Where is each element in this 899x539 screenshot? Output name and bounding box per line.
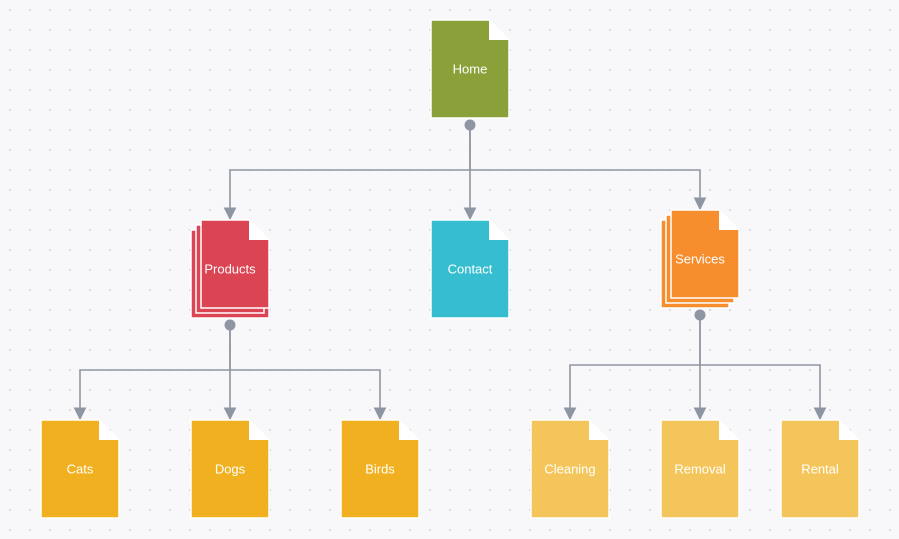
page-fold-icon — [399, 420, 419, 440]
page-node-products[interactable]: Products — [190, 219, 270, 319]
page-label-products: Products — [204, 261, 256, 276]
page-icon — [430, 19, 510, 119]
page-node-birds[interactable]: Birds — [340, 419, 420, 519]
page-icon — [40, 419, 120, 519]
page-fold-icon — [839, 420, 859, 440]
page-fold-icon — [99, 420, 119, 440]
page-fold-icon — [489, 220, 509, 240]
connector-services-to-rental — [700, 364, 827, 421]
page-label-removal: Removal — [674, 461, 725, 476]
page-label-home: Home — [453, 61, 488, 76]
page-node-home[interactable]: Home — [430, 19, 510, 119]
page-node-cleaning[interactable]: Cleaning — [530, 419, 610, 519]
page-icon — [340, 419, 420, 519]
page-icon — [660, 419, 740, 519]
page-node-cats[interactable]: Cats — [40, 419, 120, 519]
page-icon — [190, 419, 270, 519]
page-fold-icon — [589, 420, 609, 440]
page-fold-icon — [249, 420, 269, 440]
connector-products-to-cats — [73, 325, 231, 421]
connector-dot-services — [694, 309, 706, 321]
page-label-birds: Birds — [365, 461, 395, 476]
page-label-dogs: Dogs — [215, 461, 246, 476]
page-fold-icon — [489, 20, 509, 40]
page-label-services: Services — [675, 251, 725, 266]
page-node-dogs[interactable]: Dogs — [190, 419, 270, 519]
connector-services-to-cleaning — [563, 315, 701, 421]
page-icon — [430, 219, 510, 319]
page-icon — [200, 219, 270, 309]
page-label-contact: Contact — [448, 261, 493, 276]
page-node-contact[interactable]: Contact — [430, 219, 510, 319]
page-fold-icon — [719, 210, 739, 230]
stacked-pages-icon — [660, 209, 740, 309]
page-label-rental: Rental — [801, 461, 839, 476]
connector-products-to-birds — [230, 369, 387, 421]
page-icon — [780, 419, 860, 519]
connector-home-to-products — [223, 125, 471, 221]
page-fold-icon — [719, 420, 739, 440]
page-node-services[interactable]: Services — [660, 209, 740, 309]
connector-dot-products — [224, 319, 236, 331]
page-node-rental[interactable]: Rental — [780, 419, 860, 519]
page-fold-icon — [249, 220, 269, 240]
connector-home-to-services — [470, 169, 707, 211]
connectors — [73, 119, 827, 421]
page-icon — [530, 419, 610, 519]
connector-dot-home — [464, 119, 476, 131]
page-label-cats: Cats — [67, 461, 94, 476]
page-icon — [670, 209, 740, 299]
page-label-cleaning: Cleaning — [544, 461, 595, 476]
stacked-pages-icon — [190, 219, 270, 319]
page-node-removal[interactable]: Removal — [660, 419, 740, 519]
